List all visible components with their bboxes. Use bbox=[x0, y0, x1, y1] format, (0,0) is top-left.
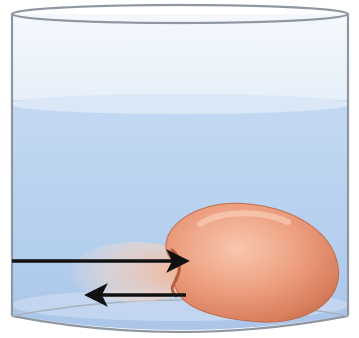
water-surface bbox=[8, 94, 352, 114]
air-region bbox=[0, 0, 359, 110]
